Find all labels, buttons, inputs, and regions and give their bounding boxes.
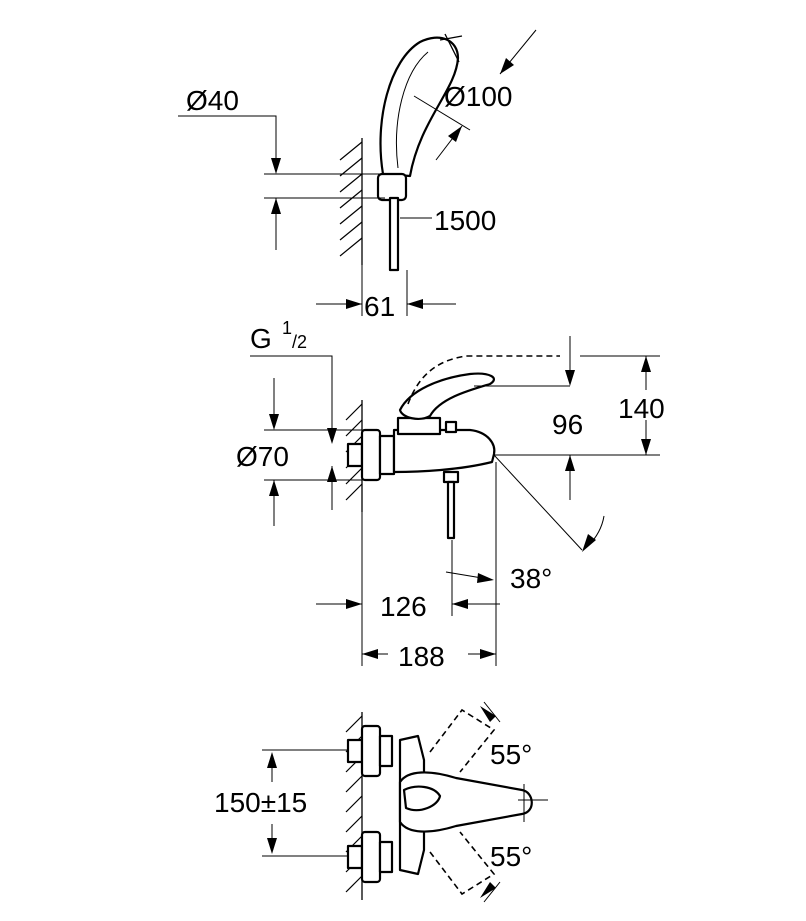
dim-projection-61 xyxy=(316,265,456,316)
dim-diameter-40 xyxy=(178,115,385,250)
label-lever-height: 140 xyxy=(618,393,665,424)
label-thread-sub: /2 xyxy=(292,332,307,352)
dim-diameter-100 xyxy=(413,29,537,161)
label-spout-reach: 126 xyxy=(380,591,427,622)
dim-depths xyxy=(316,462,500,666)
label-hose-length: 1500 xyxy=(434,205,496,236)
label-angle-lower: 55° xyxy=(490,841,532,872)
label-total-depth: 188 xyxy=(398,641,445,672)
label-thread-sup: 1 xyxy=(282,318,292,338)
label-thread: G xyxy=(250,323,272,354)
dim-angle-38 xyxy=(445,454,605,583)
side-view: G 1 /2 Ø70 96 140 38° 126 188 xyxy=(236,318,665,672)
mixer-body xyxy=(346,355,560,540)
top-view: 150±15 55° 55° xyxy=(214,701,548,903)
label-wall-projection: 61 xyxy=(364,291,395,322)
label-wall-mount-diameter: Ø40 xyxy=(186,85,239,116)
wall-hatching xyxy=(339,138,363,265)
hand-shower xyxy=(379,33,463,178)
dim-angles-55 xyxy=(480,701,548,903)
label-spout-height: 96 xyxy=(552,409,583,440)
label-head-diameter: Ø100 xyxy=(444,81,513,112)
shower-holder xyxy=(376,172,408,272)
mixer-top xyxy=(346,708,533,896)
label-escutcheon-diameter: Ø70 xyxy=(236,441,289,472)
label-centers: 150±15 xyxy=(214,787,307,818)
dim-centers-150 xyxy=(262,749,348,857)
dim-heights xyxy=(474,336,660,500)
label-angle-upper: 55° xyxy=(490,739,532,770)
dim-diameter-70 xyxy=(264,378,362,526)
shower-view: Ø40 Ø100 1500 61 xyxy=(178,29,537,322)
label-lever-angle: 38° xyxy=(510,563,552,594)
